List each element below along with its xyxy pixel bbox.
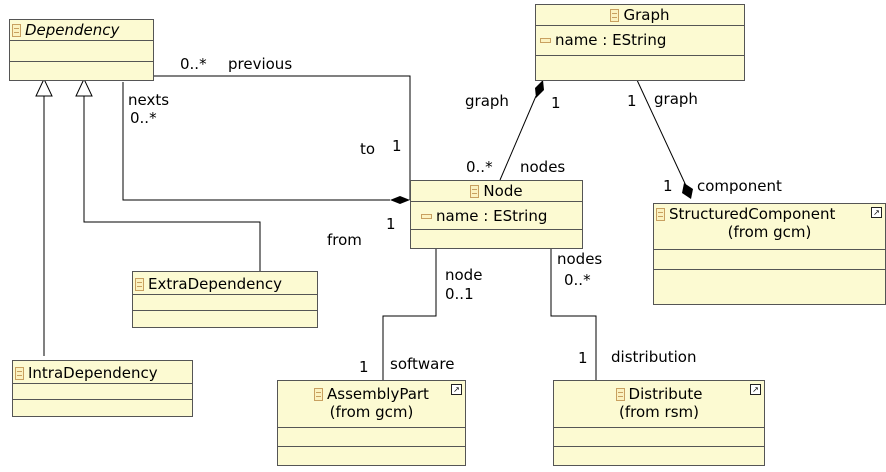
distribute-attributes [554, 428, 764, 447]
graph-class-header: Graph [536, 5, 744, 26]
intra-dependency-name: IntraDependency [28, 364, 158, 382]
intra-dependency-header: IntraDependency [13, 361, 192, 384]
intra-dependency-attributes [13, 384, 192, 400]
graph-attribute-text: name : EString [555, 31, 667, 49]
class-icon [656, 208, 665, 221]
component-multiplicity: 1 [663, 177, 673, 195]
shortcut-link-icon: ↗ [750, 384, 761, 395]
shortcut-link-icon: ↗ [451, 384, 462, 395]
node-multiplicity: 0..1 [445, 285, 474, 303]
assembly-part-attributes [278, 428, 465, 447]
nodes-multiplicity: 0..* [466, 158, 493, 176]
node-class-name: Node [483, 182, 523, 200]
class-icon [610, 9, 620, 22]
structured-component-operations [654, 270, 885, 306]
assembly-part-name: AssemblyPart [327, 385, 429, 403]
dependency-class[interactable]: Dependency [9, 19, 154, 81]
structured-component-header: StructuredComponent (from gcm) ↗ [654, 204, 885, 250]
intra-dependency-class[interactable]: IntraDependency [12, 360, 193, 417]
class-icon [135, 278, 144, 291]
distribution-multiplicity: 1 [578, 349, 588, 367]
distribute-header: Distribute (from rsm) ↗ [554, 381, 764, 428]
node-class[interactable]: Node name : EString [410, 180, 583, 249]
structured-component-attributes [654, 250, 885, 270]
graph-class-name: Graph [623, 6, 670, 24]
nodes2-multiplicity: 0..* [564, 271, 591, 289]
nexts-association-line [122, 82, 390, 201]
graph2-role: graph [654, 90, 698, 108]
class-icon [15, 367, 24, 380]
class-icon [615, 388, 625, 401]
dependency-class-name: Dependency [25, 21, 120, 39]
from-role: from [327, 231, 362, 249]
class-icon [314, 388, 324, 401]
class-icon [470, 185, 480, 198]
class-icon [12, 24, 21, 37]
assembly-part-operations [278, 447, 465, 465]
attribute-icon [421, 214, 432, 219]
extra-generalization-arrow [75, 77, 93, 97]
node-attribute-text: name : EString [436, 207, 548, 225]
graph-attribute: name : EString [536, 26, 744, 50]
extra-dependency-name: ExtraDependency [148, 275, 283, 293]
node-attributes: name : EString [411, 202, 582, 230]
assembly-part-source: (from gcm) [329, 403, 414, 421]
graph-operations [536, 56, 744, 81]
node-software-line [382, 248, 437, 380]
graph-role: graph [465, 92, 509, 110]
structured-component-name: StructuredComponent [669, 205, 836, 223]
from-composition-diamond [390, 196, 410, 204]
extra-generalization-line [83, 96, 261, 271]
node-attribute: name : EString [411, 202, 582, 226]
distribute-name: Distribute [628, 385, 703, 403]
shortcut-link-icon: ↗ [871, 207, 882, 218]
intra-dependency-operations [13, 400, 192, 416]
extra-dependency-header: ExtraDependency [133, 272, 317, 295]
component-composition-diamond [682, 183, 693, 199]
assembly-part-header: AssemblyPart (from gcm) ↗ [278, 381, 465, 428]
previous-multiplicity: 0..* [180, 55, 207, 73]
node-operations [411, 230, 582, 249]
dependency-class-header: Dependency [10, 20, 153, 41]
assembly-part-class[interactable]: AssemblyPart (from gcm) ↗ [277, 380, 466, 466]
graph-nodes-line [499, 95, 537, 181]
attribute-icon [540, 38, 551, 43]
distribute-operations [554, 447, 764, 465]
distribution-role: distribution [611, 348, 697, 366]
nodes2-role: nodes [557, 250, 603, 268]
graph2-multiplicity: 1 [627, 92, 637, 110]
structured-component-source: (from gcm) [727, 223, 812, 241]
extra-dependency-class[interactable]: ExtraDependency [132, 271, 318, 328]
intra-generalization-arrow [35, 77, 53, 97]
extra-dependency-operations [133, 311, 317, 327]
previous-association-line [153, 75, 411, 200]
nodes-role: nodes [520, 158, 566, 176]
to-role: to [360, 140, 376, 158]
nexts-role: nexts [128, 91, 170, 109]
node-class-header: Node [411, 181, 582, 202]
software-multiplicity: 1 [359, 358, 369, 376]
to-multiplicity: 1 [392, 137, 402, 155]
from-multiplicity: 1 [386, 215, 396, 233]
previous-role: previous [228, 55, 293, 73]
dependency-attributes [10, 41, 153, 62]
graph-component-line [636, 79, 689, 191]
graph-class[interactable]: Graph name : EString [535, 4, 745, 81]
extra-dependency-attributes [133, 295, 317, 311]
dependency-operations [10, 62, 153, 82]
graph-multiplicity: 1 [551, 94, 561, 112]
graph-composition-diamond [535, 80, 544, 98]
nexts-multiplicity: 0..* [130, 109, 157, 127]
structured-component-class[interactable]: StructuredComponent (from gcm) ↗ [653, 203, 886, 305]
nodes-distribution-line [550, 248, 597, 380]
graph-attributes: name : EString [536, 26, 744, 56]
distribute-source: (from rsm) [619, 403, 699, 421]
software-role: software [390, 355, 455, 373]
component-role: component [697, 177, 782, 195]
node-role: node [445, 266, 483, 284]
distribute-class[interactable]: Distribute (from rsm) ↗ [553, 380, 765, 466]
